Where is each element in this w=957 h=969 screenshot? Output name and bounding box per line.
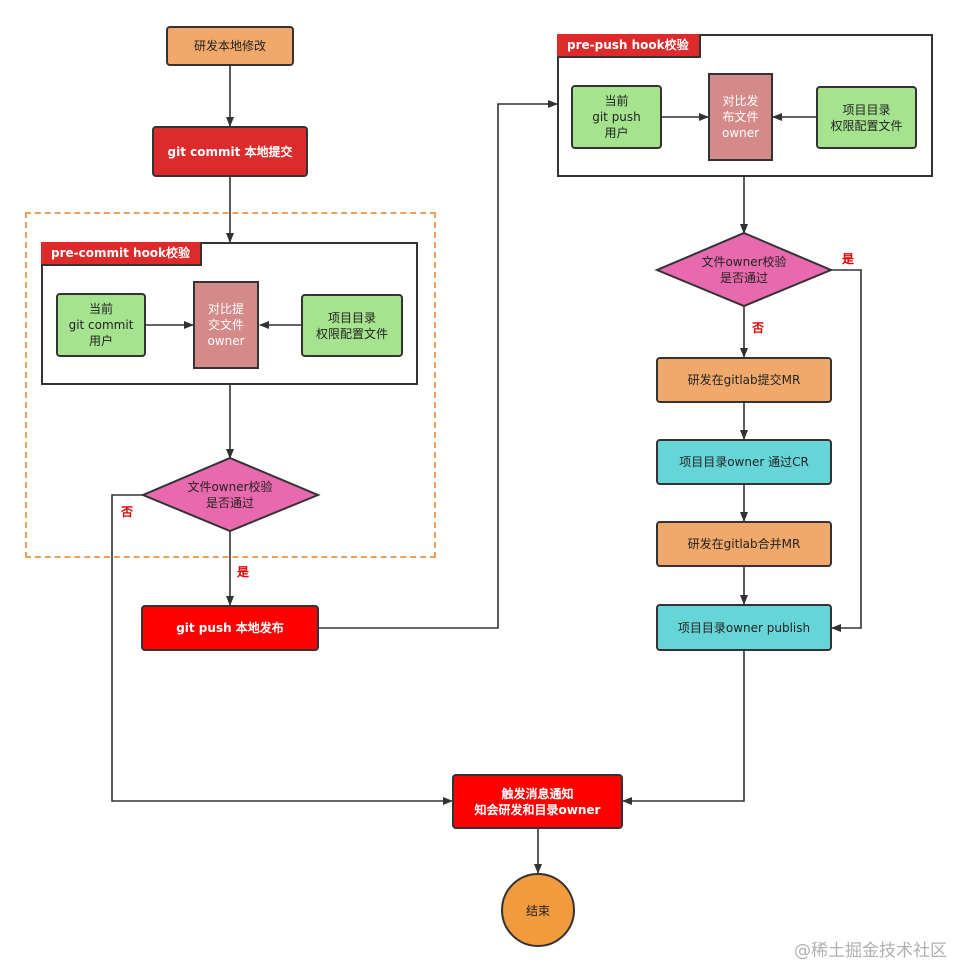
precommit-dashed-region (25, 212, 436, 558)
edge-push-to-prepush (319, 100, 558, 629)
edge-publish-to-notify (622, 651, 745, 805)
owner-cr-node: 项目目录owner 通过CR (656, 439, 832, 485)
prepush-hook-title: pre-push hook校验 (557, 34, 701, 58)
prepush-yes-label: 是 (842, 252, 855, 266)
edge-decision-yes-to-publish (831, 269, 862, 632)
end-node: 结束 (501, 873, 575, 947)
edge-decision-no-to-notify (111, 494, 453, 805)
precommit-current-user-node: 当前 git commit 用户 (56, 293, 146, 357)
notify-node: 触发消息通知 知会研发和目录owner (452, 774, 623, 829)
git-push-node: git push 本地发布 (141, 605, 319, 651)
prepush-hook-frame (557, 34, 933, 177)
prepush-current-user-node: 当前 git push 用户 (571, 85, 662, 149)
dev-local-change-node: 研发本地修改 (166, 26, 294, 66)
git-commit-node: git commit 本地提交 (152, 126, 308, 177)
precommit-compare-node: 对比提 交文件 owner (193, 281, 259, 369)
precommit-hook-title: pre-commit hook校验 (41, 242, 203, 266)
gitlab-mr-node: 研发在gitlab提交MR (656, 357, 832, 403)
precommit-yes-label: 是 (237, 565, 250, 579)
prepush-compare-node: 对比发 布文件 owner (708, 73, 773, 161)
precommit-owner-config-node: 项目目录 权限配置文件 (301, 294, 403, 357)
watermark-text: @稀土掘金技术社区 (794, 941, 947, 961)
precommit-hook-frame (41, 242, 418, 385)
gitlab-merge-node: 研发在gitlab合并MR (656, 521, 832, 567)
prepush-no-label: 否 (752, 321, 765, 335)
precommit-decision-label: 文件owner校验 是否通过 (187, 480, 273, 510)
prepush-owner-config-node: 项目目录 权限配置文件 (816, 86, 917, 149)
precommit-no-label: 否 (121, 505, 134, 519)
precommit-decision-diamond (140, 456, 321, 533)
owner-publish-node: 项目目录owner publish (656, 604, 832, 651)
prepush-decision-label: 文件owner校验 是否通过 (701, 255, 787, 285)
prepush-decision-diamond (654, 231, 834, 308)
